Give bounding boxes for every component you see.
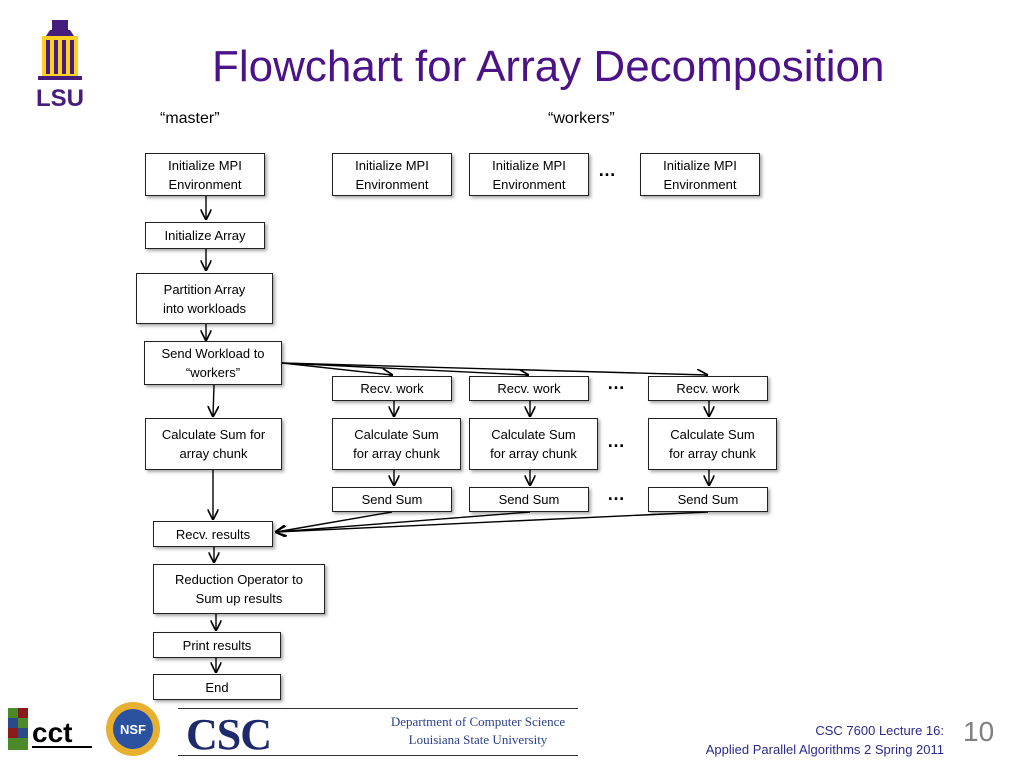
node-end: End xyxy=(153,674,281,700)
node-init-mpi-worker-3: Initialize MPI Environment xyxy=(640,153,760,196)
node-send-workload: Send Workload to “workers” xyxy=(144,341,282,385)
arrow-send-w2-to-recv-results xyxy=(276,511,531,532)
node-send-sum-1: Send Sum xyxy=(332,487,452,512)
nsf-logo-text: NSF xyxy=(120,722,146,737)
node-calc-worker-2: Calculate Sum for array chunk xyxy=(469,418,598,470)
ellipsis-calc: … xyxy=(607,431,625,451)
ellipsis-send: … xyxy=(607,484,625,504)
course-line-2: Applied Parallel Algorithms 2 Spring 201… xyxy=(705,742,944,757)
lsu-logo: LSU xyxy=(28,14,92,112)
csc-banner: CSC Department of Computer Science Louis… xyxy=(178,708,578,759)
cct-logo: cct xyxy=(8,708,94,758)
nsf-logo: NSF xyxy=(104,700,162,758)
arrow-send-to-recv-w3 xyxy=(281,362,707,375)
lsu-logo-text: LSU xyxy=(36,85,84,110)
slide-number: 10 xyxy=(963,716,995,747)
csc-logo-text: CSC xyxy=(186,710,272,759)
node-recv-results: Recv. results xyxy=(153,521,273,547)
node-print-results: Print results xyxy=(153,632,281,658)
node-send-sum-3: Send Sum xyxy=(648,487,768,512)
node-init-array: Initialize Array xyxy=(145,222,265,249)
node-init-mpi-worker-1: Initialize MPI Environment xyxy=(332,153,452,196)
node-recv-work-2: Recv. work xyxy=(469,376,589,401)
node-reduction: Reduction Operator to Sum up results xyxy=(153,564,325,614)
node-recv-work-3: Recv. work xyxy=(648,376,768,401)
department-line-1: Department of Computer Science xyxy=(390,714,566,729)
workers-label: “workers” xyxy=(548,110,615,127)
node-init-mpi-master: Initialize MPI Environment xyxy=(145,153,265,196)
node-recv-work-1: Recv. work xyxy=(332,376,452,401)
node-send-sum-2: Send Sum xyxy=(469,487,589,512)
course-info: CSC 7600 Lecture 16: Applied Parallel Al… xyxy=(706,721,944,759)
arrow-send-w3-to-recv-results xyxy=(276,511,709,532)
arrow-send-w1-to-recv-results xyxy=(276,511,393,532)
arrow-send-to-calc-master xyxy=(213,384,214,416)
course-line-1: CSC 7600 Lecture 16: xyxy=(815,723,944,738)
department-name: Department of Computer Science Louisiana… xyxy=(380,713,576,749)
node-calc-worker-1: Calculate Sum for array chunk xyxy=(332,418,461,470)
node-init-mpi-worker-2: Initialize MPI Environment xyxy=(469,153,589,196)
master-label: “master” xyxy=(160,110,220,127)
arrow-send-to-recv-w1 xyxy=(281,362,392,375)
cct-logo-text: cct xyxy=(32,717,72,748)
node-calc-worker-3: Calculate Sum for array chunk xyxy=(648,418,777,470)
arrow-send-to-recv-w2 xyxy=(281,362,528,375)
slide-title: Flowchart for Array Decomposition xyxy=(212,42,885,91)
ellipsis-init: … xyxy=(598,160,616,180)
node-calc-master: Calculate Sum for array chunk xyxy=(145,418,282,470)
ellipsis-recv: … xyxy=(607,373,625,393)
department-line-2: Louisiana State University xyxy=(408,732,548,747)
node-partition: Partition Array into workloads xyxy=(136,273,273,324)
